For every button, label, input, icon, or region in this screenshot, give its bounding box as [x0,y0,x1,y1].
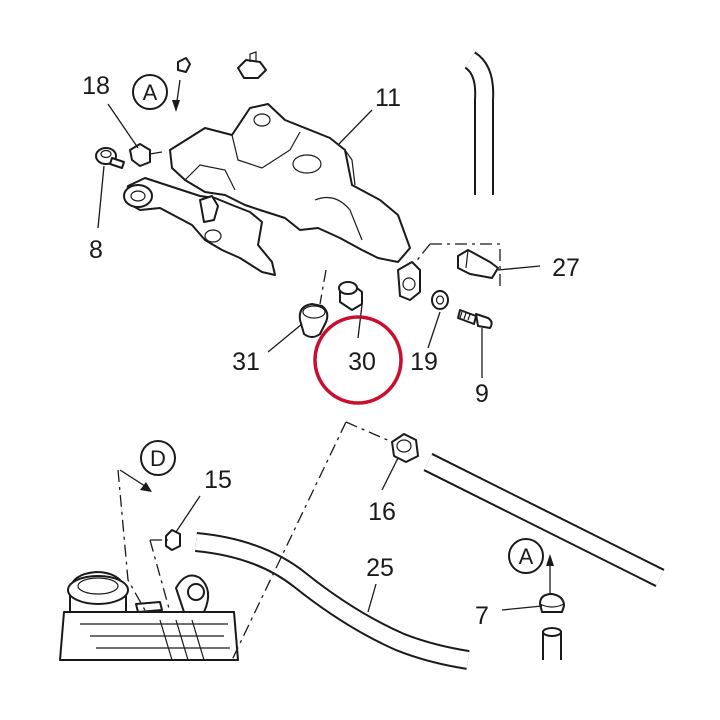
hose-25 [194,532,470,670]
label-25: 25 [366,554,394,582]
bracket-foot [397,261,421,301]
tube-bottom-right [542,627,562,660]
top-clip-left [177,57,191,73]
leader-8 [97,165,105,229]
spacer-30 [338,281,363,311]
connector-27 [457,249,499,279]
label-31: 31 [232,348,260,376]
assembly-line-top-2 [413,243,431,265]
assembly-line-bottom-3 [117,469,147,613]
leader-30 [357,304,363,339]
assembly-line-top-1 [430,243,501,290]
label-27: 27 [552,254,580,282]
hose-right [423,453,665,587]
label-18: 18 [82,72,110,100]
view-a-bottom-marker: A [508,538,554,594]
label-16: 16 [368,498,396,526]
leader-11 [337,109,373,146]
screw-9 [457,309,493,329]
label-11: 11 [375,84,401,112]
screw-8 [95,147,125,169]
clamp-16 [391,433,419,463]
leader-16 [381,457,399,491]
leader-25 [367,583,377,613]
highlight-circle-30 [313,315,403,405]
clamp-15 [165,529,181,551]
label-15: 15 [204,466,232,494]
label-9: 9 [475,380,489,408]
assembly-line-top-3 [319,269,327,305]
clip-18 [129,143,163,167]
washer-19 [431,290,449,310]
label-8: 8 [89,236,103,264]
leader-31 [267,323,303,353]
leader-15 [175,495,201,533]
top-push-clip [237,51,267,79]
view-d-label: D [150,446,166,471]
leader-18 [107,103,139,149]
view-a-top-marker: A [132,74,181,112]
leader-27 [497,265,541,271]
leader-7 [501,605,543,611]
label-7: 7 [475,602,489,630]
arm-lever [123,177,276,276]
bush-31 [298,303,329,338]
bracket-11 [169,103,411,263]
view-d-marker: D [119,440,176,492]
clamp-7 [539,593,565,613]
reservoir-assembly [59,571,239,661]
view-a-bottom-label: A [519,544,534,569]
assembly-line-bottom-2 [345,421,393,443]
label-30: 30 [348,348,376,376]
tube-top-right [463,51,495,195]
leader-19 [427,311,441,349]
assembly-line-bottom-1 [231,421,347,661]
view-a-top-label: A [143,80,158,105]
label-19: 19 [410,348,438,376]
